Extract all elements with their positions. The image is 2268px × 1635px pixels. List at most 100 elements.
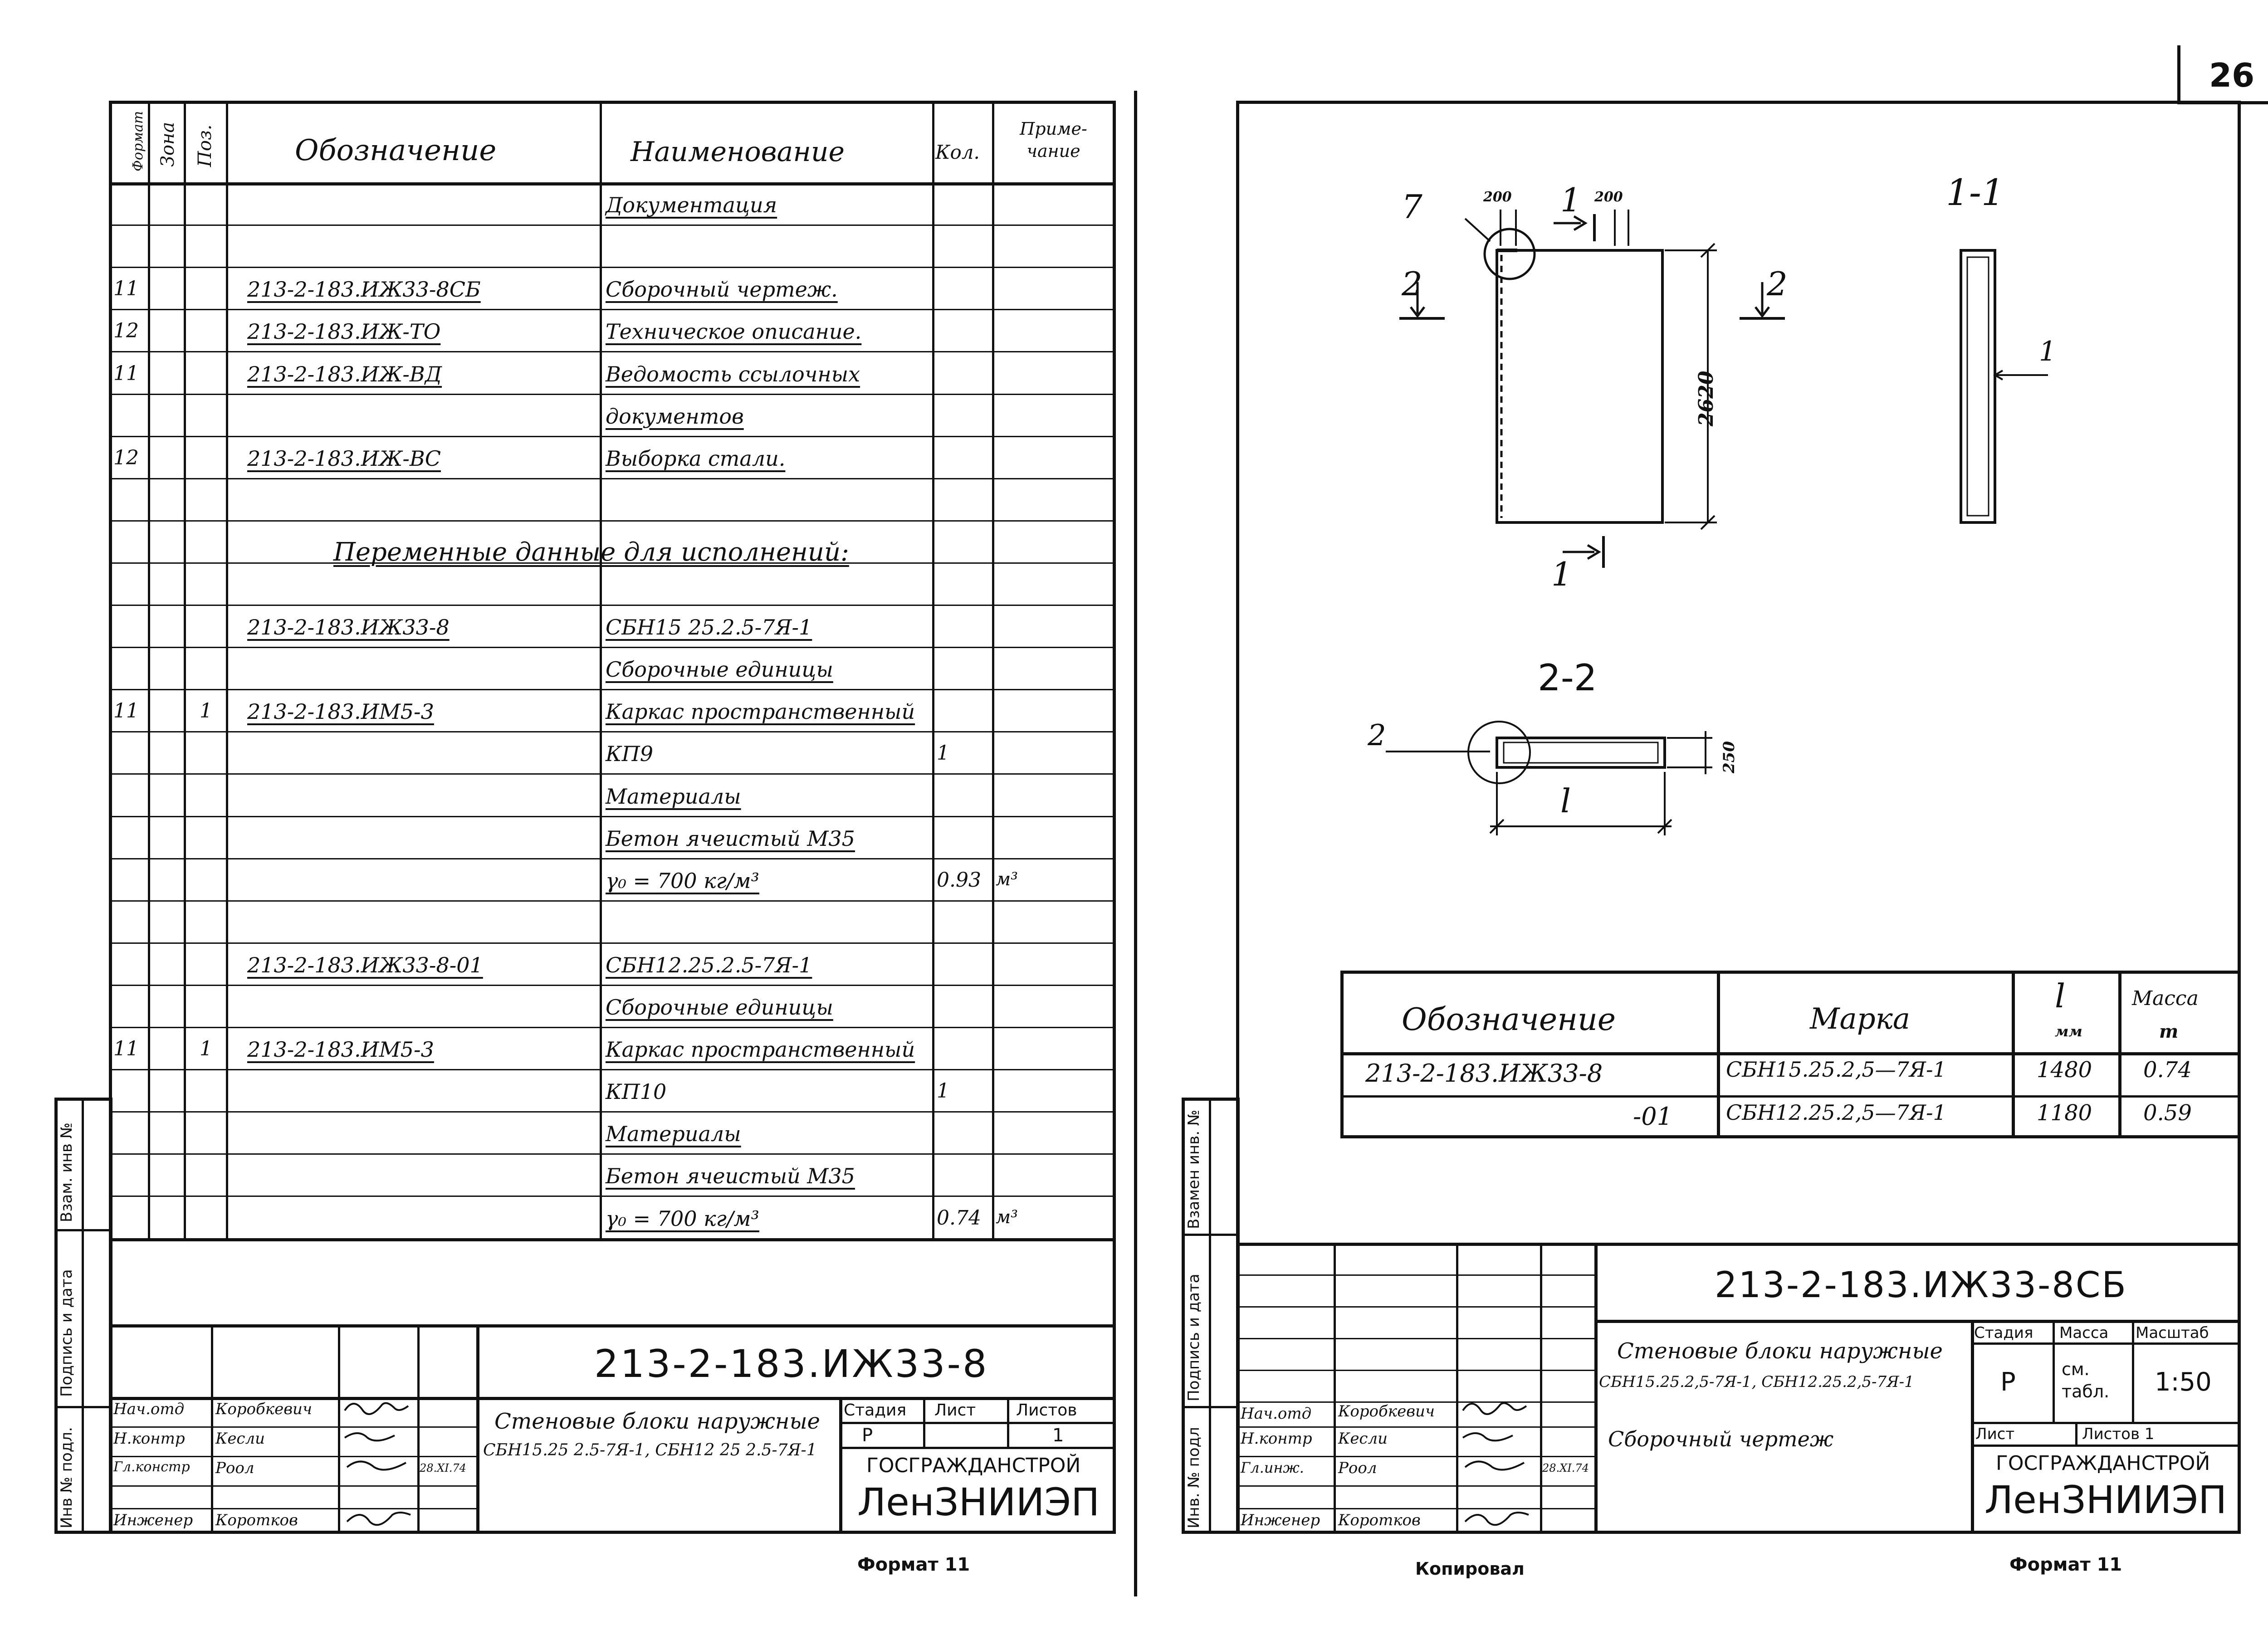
cell-format: 12 (113, 319, 139, 343)
cell-name: Техническое описание. (606, 319, 862, 344)
row-divider (109, 1027, 1116, 1028)
cell-name: γ₀ = 700 кг/м³ (606, 1206, 759, 1231)
cell-qty: 0.74 (937, 1206, 981, 1230)
variant-1-mark: СБН15.25.2,5—7Я-1 (1726, 1057, 1946, 1082)
tb-line (1236, 1370, 1594, 1371)
cell-format: 11 (113, 277, 139, 301)
cell-qty: 1 (937, 1079, 949, 1103)
variants-line (2118, 971, 2121, 1138)
tb-person-2: Кесли (215, 1430, 265, 1448)
tb-line (476, 1324, 479, 1533)
left-sheet-label: Лист (934, 1401, 976, 1420)
side-stamp-vzamen: Взамен инв. № (1185, 1109, 1203, 1229)
row-divider (109, 478, 1116, 479)
tb-line (1540, 1243, 1542, 1533)
tb-line (839, 1447, 1116, 1449)
header-pos: Поз. (195, 124, 215, 167)
tb-person-1: Коробкевич (1338, 1402, 1435, 1420)
side-stamp-sign-date: Подпись и дата (58, 1269, 76, 1397)
side-stamp-inv-podl: Инв. № подл (1185, 1427, 1203, 1528)
cell-designation: 213-2-183.ИМ5-3 (247, 699, 434, 724)
cell-format: 12 (113, 446, 139, 469)
tb-line (1236, 1426, 1594, 1428)
cut-2-right-label: 2 (1767, 265, 1788, 303)
row-divider (109, 1069, 1116, 1071)
variant-2-designation: -01 (1633, 1102, 1672, 1131)
tb-line (1236, 1456, 1594, 1457)
left-sheets: 1 (1052, 1425, 1064, 1446)
left-sheets-label: Листов (1016, 1401, 1077, 1420)
tb-role-1: Нач.отд (113, 1400, 185, 1418)
copied-label: Копировал (1415, 1559, 1525, 1579)
tb-person-5: Коротков (215, 1511, 298, 1529)
section-1-1-label: 1-1 (1946, 171, 2004, 214)
tb-line (1236, 1338, 1594, 1339)
tb-line (1236, 1306, 1594, 1308)
dim-2620: 2620 (1695, 371, 1718, 426)
assembly-drawing (1386, 210, 2048, 835)
tb-line (109, 1397, 1116, 1400)
row-divider (109, 647, 1116, 649)
variants-header-l: l (2055, 977, 2066, 1015)
col-line (148, 101, 150, 1238)
tb-line (109, 1238, 1116, 1241)
side-stamp-line (1209, 1098, 1211, 1534)
left-format-label: Формат 11 (857, 1554, 970, 1575)
tb-line (109, 1508, 476, 1509)
right-title-line3: Сборочный чертеж (1608, 1427, 1834, 1451)
variants-line (1717, 971, 1720, 1138)
tb-role-2: Н.контр (1241, 1430, 1312, 1448)
cell-name: СБН12.25.2.5-7Я-1 (606, 952, 812, 977)
row-divider (109, 351, 1116, 353)
section-2-2-label: 2-2 (1538, 657, 1597, 699)
tb-line (109, 1456, 476, 1457)
row-divider (109, 984, 1116, 986)
tb-line (2075, 1422, 2077, 1445)
header-name: Наименование (631, 136, 845, 168)
header-format: Формат (130, 111, 146, 171)
cell-designation: 213-2-183.ИЖ-ТО (247, 319, 441, 344)
tb-line (1236, 1485, 1594, 1487)
tb-line (109, 1324, 1116, 1328)
variants-header-mark: Марка (1810, 1002, 1911, 1036)
variants-header-mass-unit: т (2159, 1021, 2179, 1042)
cell-name: Каркас пространственный (606, 1037, 915, 1062)
cell-name: СБН15 25.2.5-7Я-1 (606, 615, 812, 640)
tb-person-3: Роол (215, 1459, 254, 1477)
cell-designation: 213-2-183.ИЖ-ВД (247, 361, 442, 386)
row-divider (109, 689, 1116, 691)
right-format-label: Формат 11 (2009, 1554, 2122, 1575)
row-divider (109, 605, 1116, 606)
side-stamp-line (82, 1098, 84, 1534)
left-stage: Р (862, 1425, 873, 1446)
cell-name: γ₀ = 700 кг/м³ (606, 868, 759, 893)
tb-line (417, 1324, 420, 1533)
tb-line (1456, 1243, 1458, 1533)
tb-line (1236, 1508, 1594, 1509)
cell-qty: 1 (937, 742, 949, 765)
sheet-divider (1134, 91, 1137, 1596)
right-org-line2: ЛенЗНИИЭП (1984, 1478, 2227, 1522)
tb-person-3: Роол (1338, 1459, 1377, 1477)
row-divider (109, 309, 1116, 311)
leader-2-label: 2 (1368, 719, 1386, 752)
tb-person-2: Кесли (1338, 1430, 1388, 1448)
cell-name: документов (606, 404, 744, 429)
cell-format: 11 (113, 361, 139, 385)
cell-format: 11 (113, 1037, 139, 1061)
cell-name: Выборка стали. (606, 446, 786, 471)
right-title-line1: Стеновые блоки наружные (1617, 1338, 1943, 1364)
tb-role-5: Инженер (1241, 1511, 1320, 1529)
col-line (184, 101, 186, 1238)
right-sheet-frame (1236, 101, 2241, 1534)
dim-l: l (1560, 782, 1571, 820)
right-stage-label: Стадия (1974, 1324, 2033, 1342)
right-scale: 1:50 (2155, 1367, 2212, 1397)
detail-circle (1483, 228, 1536, 280)
header-note: Приме-чание (1020, 119, 1087, 161)
left-org-line2: ЛенЗНИИЭП (857, 1480, 1100, 1524)
row-divider (109, 1111, 1116, 1113)
tb-person-5: Коротков (1338, 1511, 1421, 1529)
tb-line (338, 1324, 340, 1533)
left-title-line2: СБН15.25 2.5-7Я-1, СБН12 25 2.5-7Я-1 (483, 1441, 817, 1459)
